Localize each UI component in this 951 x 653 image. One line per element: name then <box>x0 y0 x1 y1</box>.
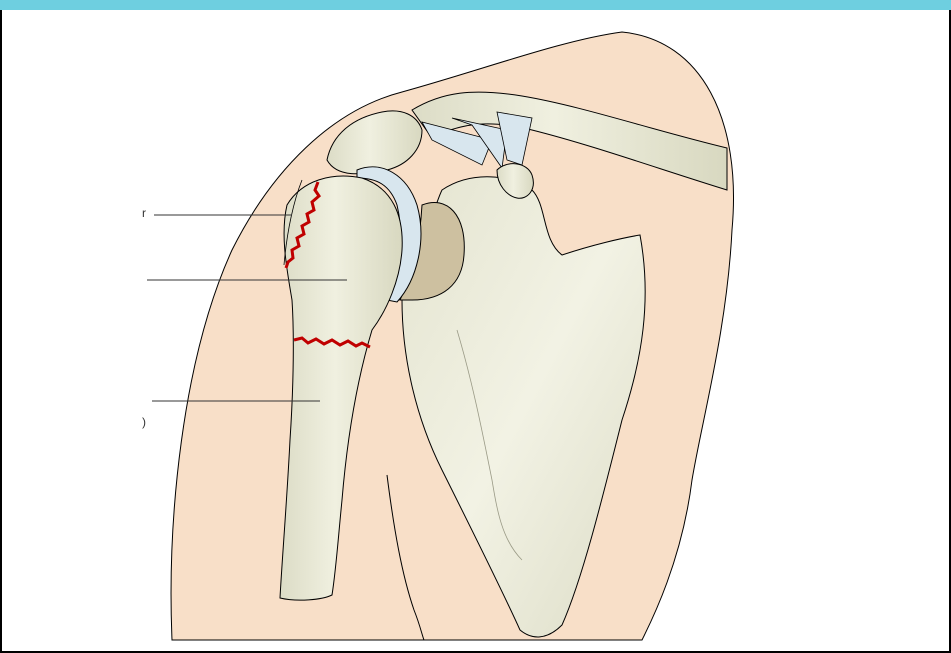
diagram-panel: r ) <box>0 10 951 653</box>
shoulder-diagram <box>2 10 949 651</box>
label-3: ) <box>142 415 146 429</box>
label-1: r <box>142 206 146 220</box>
